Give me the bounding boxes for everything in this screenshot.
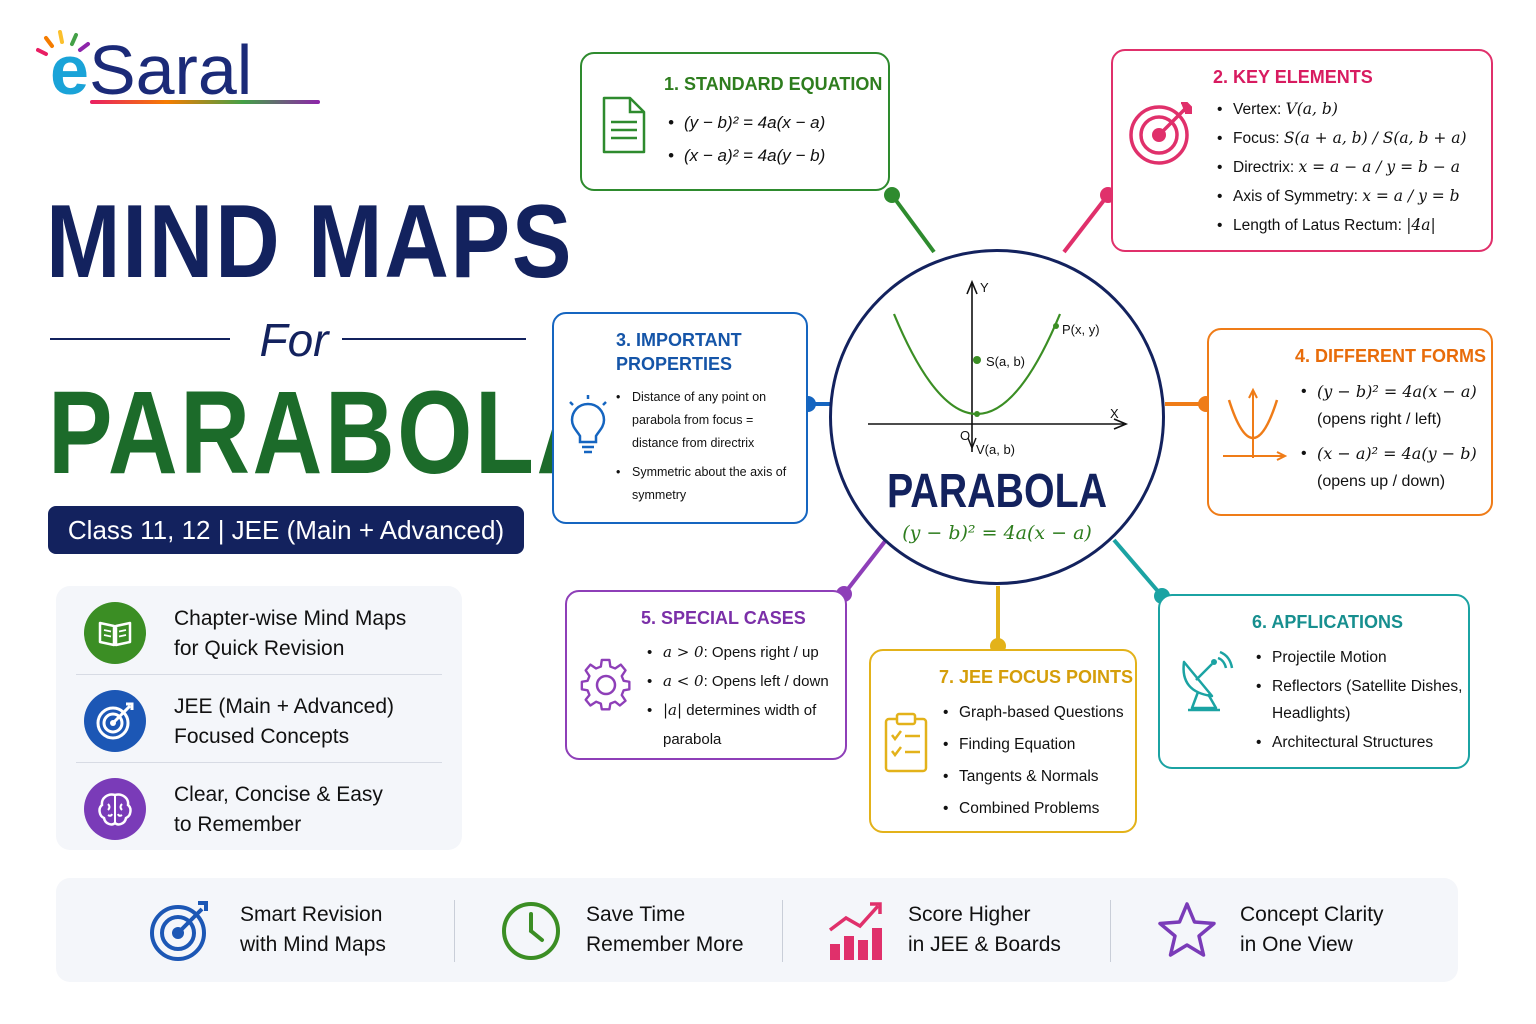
central-node-parabola: Y X O S(a, b) P(x, y) V(a, b) PARABOLA (… [829, 249, 1165, 585]
list-item: Axis of Symmetry: x = a / y = b [1217, 182, 1489, 211]
center-title: PARABOLA [886, 465, 1108, 518]
title-parabola: PARABOLA [48, 367, 609, 499]
feature-text: JEE (Main + Advanced)Focused Concepts [174, 695, 395, 748]
list-item: (x − a)² = 4a(y − b) [668, 139, 878, 172]
divider-left [50, 338, 230, 340]
document-icon [602, 96, 646, 154]
node-list: Projectile Motion Reflectors (Satellite … [1256, 644, 1468, 756]
node-applications: 6. APFLICATIONS Projectile Motion Reflec… [1158, 594, 1470, 769]
esaral-logo[interactable]: eSaral [36, 30, 320, 110]
node-title: 3. IMPORTANT PROPERTIES [616, 330, 742, 374]
logo-underline [90, 100, 320, 104]
title-for: For [259, 314, 329, 366]
brain-icon [84, 778, 146, 840]
target-icon [1129, 102, 1192, 165]
node-title: 6. APFLICATIONS [1252, 612, 1404, 632]
parabola-graph-icon [1223, 387, 1287, 461]
list-item: Tangents & Normals [943, 761, 1133, 793]
list-item: Graph-based Questions [943, 697, 1133, 729]
node-key-elements: 2. KEY ELEMENTS Vertex: V(a, b) Focus: S… [1111, 49, 1493, 252]
list-item: |a| determines width of parabola [647, 696, 843, 754]
feature-divider [76, 674, 442, 675]
list-item: Reflectors (Satellite Dishes, Headlights… [1256, 673, 1468, 727]
list-item: Architectural Structures [1256, 729, 1468, 756]
target-icon [150, 901, 208, 961]
logo-rays-icon [36, 30, 90, 56]
benefit-divider [454, 900, 455, 962]
node-list: Graph-based Questions Finding Equation T… [943, 697, 1133, 825]
node-list: a > 0: Opens right / up a < 0: Opens lef… [647, 638, 843, 754]
node-different-forms: 4. DIFFERENT FORMS (y − b)² = 4a(x − a)(… [1207, 328, 1493, 516]
origin-label: O [960, 428, 971, 443]
feature-item-jee-focused: JEE (Main + Advanced)Focused Concepts [76, 678, 442, 762]
node-list: Distance of any point on parabola from f… [616, 386, 800, 507]
list-item: (x − a)² = 4a(y − b)(opens up / down) [1301, 440, 1487, 496]
list-item: Directrix: x = a − a / y = b − a [1217, 153, 1489, 182]
gear-icon [580, 658, 631, 711]
x-axis-label: X [1110, 406, 1119, 421]
list-item: Length of Latus Rectum: |4a| [1217, 211, 1489, 240]
list-item: (y − b)² = 4a(x − a)(opens right / left) [1301, 378, 1487, 434]
book-icon [84, 602, 146, 664]
vertex-label: V(a, b) [976, 442, 1016, 457]
node-title: 5. SPECIAL CASES [641, 608, 806, 628]
node-standard-equation: 1. STANDARD EQUATION (y − b)² = 4a(x − a… [580, 52, 890, 191]
point-label: P(x, y) [1062, 322, 1100, 337]
node-list: (y − b)² = 4a(x − a)(opens right / left)… [1301, 378, 1487, 496]
node-title: 2. KEY ELEMENTS [1213, 67, 1373, 87]
list-item: Focus: S(a + a, b) / S(a, b + a) [1217, 124, 1489, 153]
list-item: Combined Problems [943, 793, 1133, 825]
divider-right [342, 338, 526, 340]
node-title: 1. STANDARD EQUATION [664, 74, 883, 94]
star-icon [1158, 902, 1216, 957]
list-item: Vertex: V(a, b) [1217, 95, 1489, 124]
target-icon [84, 690, 146, 752]
benefit-divider [1110, 900, 1111, 962]
satellite-dish-icon [1182, 650, 1234, 712]
list-item: a < 0: Opens left / down [647, 667, 843, 696]
node-special-cases: 5. SPECIAL CASES a > 0: Opens right / up… [565, 590, 847, 760]
list-item: Symmetric about the axis of symmetry [616, 461, 800, 507]
node-list: (y − b)² = 4a(x − a) (x − a)² = 4a(y − b… [668, 106, 878, 172]
title-for-row: For [50, 312, 526, 368]
list-item: (y − b)² = 4a(x − a) [668, 106, 878, 139]
bar-chart-icon [828, 902, 882, 960]
benefit-divider [782, 900, 783, 962]
title-mind-maps: MIND MAPS [46, 184, 574, 300]
list-item: Projectile Motion [1256, 644, 1468, 671]
list-item: a > 0: Opens right / up [647, 638, 843, 667]
logo-wordmark: eSaral [50, 31, 253, 109]
clipboard-checklist-icon [884, 712, 928, 773]
lightbulb-icon [569, 395, 607, 454]
focus-label: S(a, b) [986, 354, 1026, 369]
node-title: 7. JEE FOCUS POINTS [939, 667, 1134, 687]
center-equation: (y − b)² = 4a(x − a) [902, 522, 1092, 544]
list-item: Finding Equation [943, 729, 1133, 761]
list-item: Distance of any point on parabola from f… [616, 386, 800, 455]
feature-divider [76, 762, 442, 763]
node-title: 4. DIFFERENT FORMS [1295, 346, 1487, 366]
node-jee-focus-points: 7. JEE FOCUS POINTS Graph-based Question… [869, 649, 1137, 833]
parabola-graph [868, 279, 1129, 452]
node-important-properties: 3. IMPORTANT PROPERTIES Distance of any … [552, 312, 808, 524]
y-axis-label: Y [980, 280, 989, 295]
class-badge: Class 11, 12 | JEE (Main + Advanced) [48, 506, 524, 554]
clock-icon [502, 902, 560, 960]
node-list: Vertex: V(a, b) Focus: S(a + a, b) / S(a… [1217, 95, 1489, 240]
